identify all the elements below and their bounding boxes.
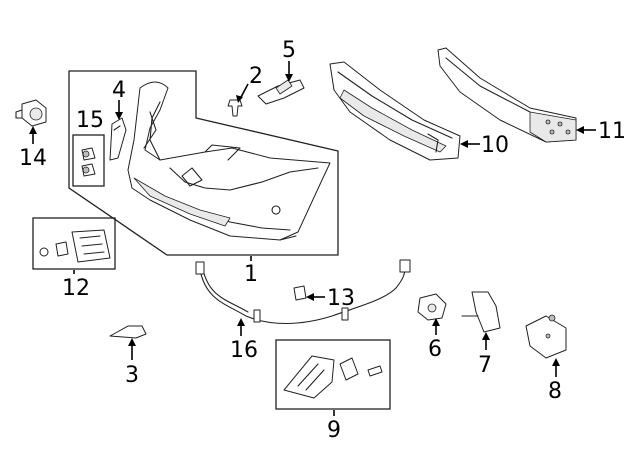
callout-15: 15 [76, 108, 104, 133]
energy-absorber[interactable] [329, 61, 461, 161]
callout-14: 14 [19, 146, 47, 171]
callout-3: 3 [125, 363, 139, 388]
clip-set-outline [72, 134, 105, 187]
callout-6: 6 [428, 337, 442, 362]
license-bracket-outline [32, 217, 116, 270]
callout-10: 10 [481, 133, 509, 158]
fog-lamp-set[interactable] [275, 339, 391, 410]
wire-harness[interactable] [195, 259, 411, 325]
callout-7: 7 [478, 353, 492, 378]
bumper-cover-assembly[interactable] [68, 70, 339, 256]
clip-set[interactable] [72, 134, 105, 187]
fastener-clip[interactable] [227, 99, 243, 117]
fog-lamp-outline [275, 339, 391, 410]
license-bracket-set[interactable] [32, 217, 116, 270]
callout-2: 2 [249, 64, 263, 89]
sensor-mount[interactable] [417, 293, 447, 321]
callout-8: 8 [548, 379, 562, 404]
callout-12: 12 [62, 276, 90, 301]
callout-5: 5 [282, 38, 296, 63]
bumper-group-outline [68, 70, 339, 256]
lower-bracket[interactable] [461, 291, 501, 333]
corner-bracket[interactable] [525, 314, 567, 359]
bumper-cover [127, 81, 331, 241]
leader-2 [239, 83, 249, 100]
reinforcement-beam[interactable] [437, 47, 577, 143]
callout-13: 13 [327, 286, 355, 311]
small-cover[interactable] [109, 325, 147, 339]
harness-connector[interactable] [293, 285, 307, 301]
upper-bracket[interactable] [257, 79, 305, 105]
callout-9: 9 [327, 418, 341, 443]
callout-4: 4 [112, 78, 126, 103]
callout-11: 11 [598, 119, 626, 144]
side-bracket[interactable] [109, 117, 127, 161]
callout-16: 16 [230, 338, 258, 363]
parking-sensor[interactable] [15, 99, 47, 127]
callout-1: 1 [244, 262, 258, 287]
